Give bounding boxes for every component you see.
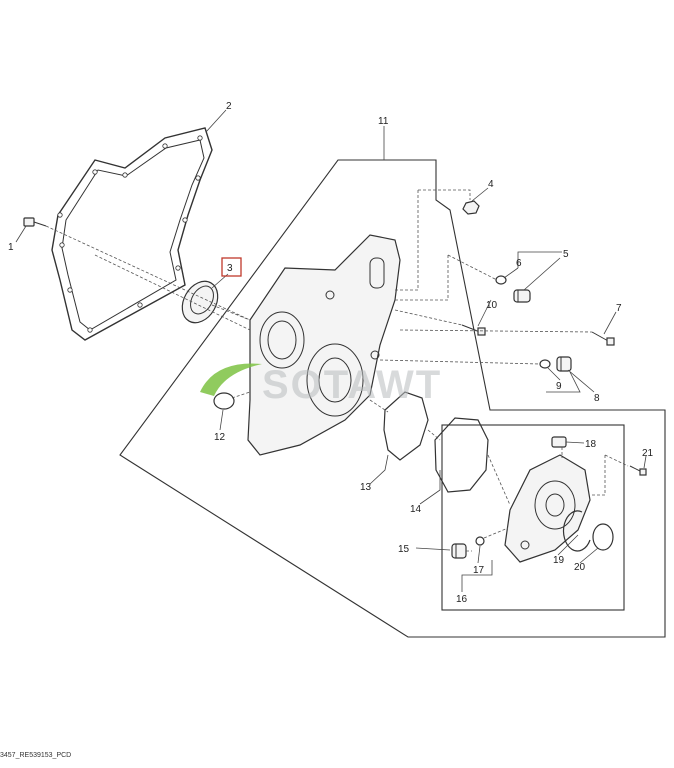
- timing-cover-part-11[interactable]: [247, 234, 401, 456]
- assembly-11-frame: [119, 159, 666, 638]
- alignment-lines: [45, 189, 629, 552]
- watermark-text: SOTAWT: [262, 363, 442, 407]
- plug-part-8[interactable]: [556, 356, 572, 372]
- washer-part-17[interactable]: [475, 536, 485, 546]
- callout-8[interactable]: 8: [594, 393, 600, 404]
- watermark: SOTAWT: [200, 363, 442, 407]
- plug-part-18[interactable]: [551, 436, 567, 448]
- washer-part-6[interactable]: [495, 275, 507, 285]
- leader-lines: [15, 109, 647, 592]
- plug-part-5[interactable]: [513, 289, 531, 303]
- callout-11[interactable]: 11: [378, 116, 389, 127]
- bolt-part-21[interactable]: [629, 465, 647, 476]
- callout-13[interactable]: 13: [360, 482, 372, 493]
- callout-12[interactable]: 12: [214, 432, 226, 443]
- callout-labels: 1 2 3 4 5 6 7 8 9 10 11 12 13 14 15 16 1…: [8, 101, 654, 605]
- highlight-box-callout-3: [221, 257, 242, 277]
- callout-10[interactable]: 10: [486, 300, 498, 311]
- figure-code: 3457_RE539153_PCD: [0, 752, 72, 759]
- gasket-part-2[interactable]: [51, 127, 213, 341]
- washer-part-9[interactable]: [539, 359, 551, 369]
- callout-6[interactable]: 6: [516, 258, 522, 269]
- nut-part-4[interactable]: [462, 200, 480, 215]
- callout-19[interactable]: 19: [553, 555, 565, 566]
- callout-5[interactable]: 5: [563, 249, 569, 260]
- callout-15[interactable]: 15: [398, 544, 410, 555]
- callout-14[interactable]: 14: [410, 504, 422, 515]
- watermark-swoosh-icon: [200, 363, 262, 396]
- pump-body[interactable]: [504, 454, 591, 563]
- callout-4[interactable]: 4: [488, 179, 494, 190]
- callout-2[interactable]: 2: [226, 101, 232, 112]
- callout-9[interactable]: 9: [556, 381, 562, 392]
- bolt-part-7[interactable]: [591, 331, 615, 346]
- snap-ring-part-19[interactable]: [562, 510, 591, 552]
- callout-20[interactable]: 20: [574, 562, 586, 573]
- seal-part-3[interactable]: [175, 275, 225, 329]
- bolt-part-1[interactable]: [23, 217, 47, 227]
- plug-part-16[interactable]: [451, 543, 467, 559]
- pump-subassembly-frame: [441, 424, 625, 611]
- ring-part-20[interactable]: [592, 523, 614, 551]
- callout-7[interactable]: 7: [616, 303, 622, 314]
- callout-3[interactable]: 3: [227, 263, 233, 274]
- gasket-bolt-holes: [57, 135, 203, 333]
- callout-16[interactable]: 16: [456, 594, 468, 605]
- callout-18[interactable]: 18: [585, 439, 597, 450]
- callout-21[interactable]: 21: [642, 448, 654, 459]
- callout-17[interactable]: 17: [473, 565, 485, 576]
- gasket-part-14[interactable]: [434, 417, 489, 493]
- callout-1[interactable]: 1: [8, 242, 14, 253]
- oring-part-12[interactable]: [213, 392, 235, 410]
- gasket-part-13[interactable]: [383, 391, 429, 461]
